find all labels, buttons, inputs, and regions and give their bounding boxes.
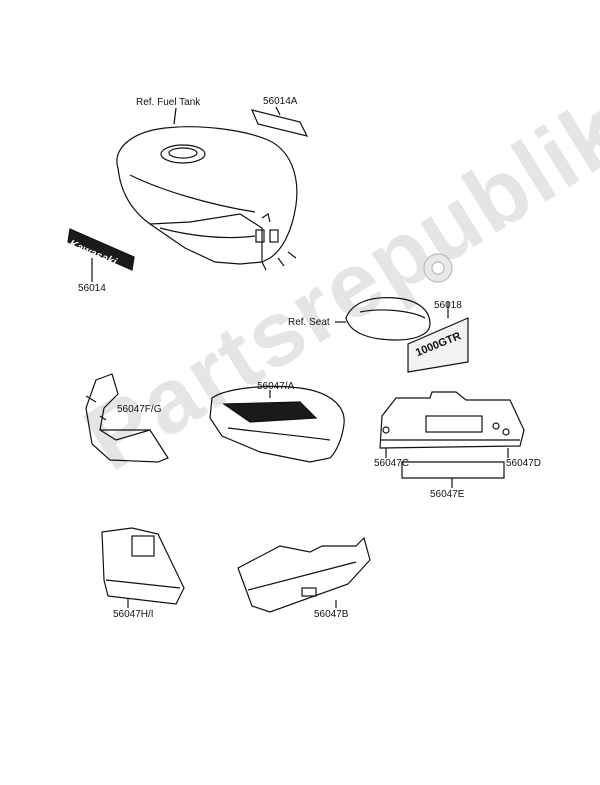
label-56047D: 56047D [506,458,542,469]
label-56047B: 56047B [314,609,349,620]
label-ref-fuel-tank: Ref. Fuel Tank [136,97,201,108]
label-56047E: 56047E [430,489,465,500]
lower-panel-left [101,527,185,608]
label-56047C: 56047C [374,458,410,469]
gear-icon [423,253,453,283]
sticker-56014A [250,106,309,137]
model-emblem-56018 [407,302,469,373]
label-56018: 56018 [434,300,462,311]
kawasaki-emblem-56014 [67,228,135,282]
label-56047A: 56047/A [257,381,295,392]
label-56047FG: 56047F/G [117,404,162,415]
side-panel-right [379,391,525,458]
label-56014A: 56014A [263,96,298,107]
fuel-tank [116,107,298,271]
label-ref-seat: Ref. Seat [288,317,330,328]
label-56047HI: 56047H/I [113,609,154,620]
upper-cowl-left [85,373,169,463]
seat [335,297,431,341]
lower-panel-right [237,536,371,613]
strip-56047E [401,461,505,488]
label-56014: 56014 [78,283,106,294]
side-cover-center [209,385,345,463]
